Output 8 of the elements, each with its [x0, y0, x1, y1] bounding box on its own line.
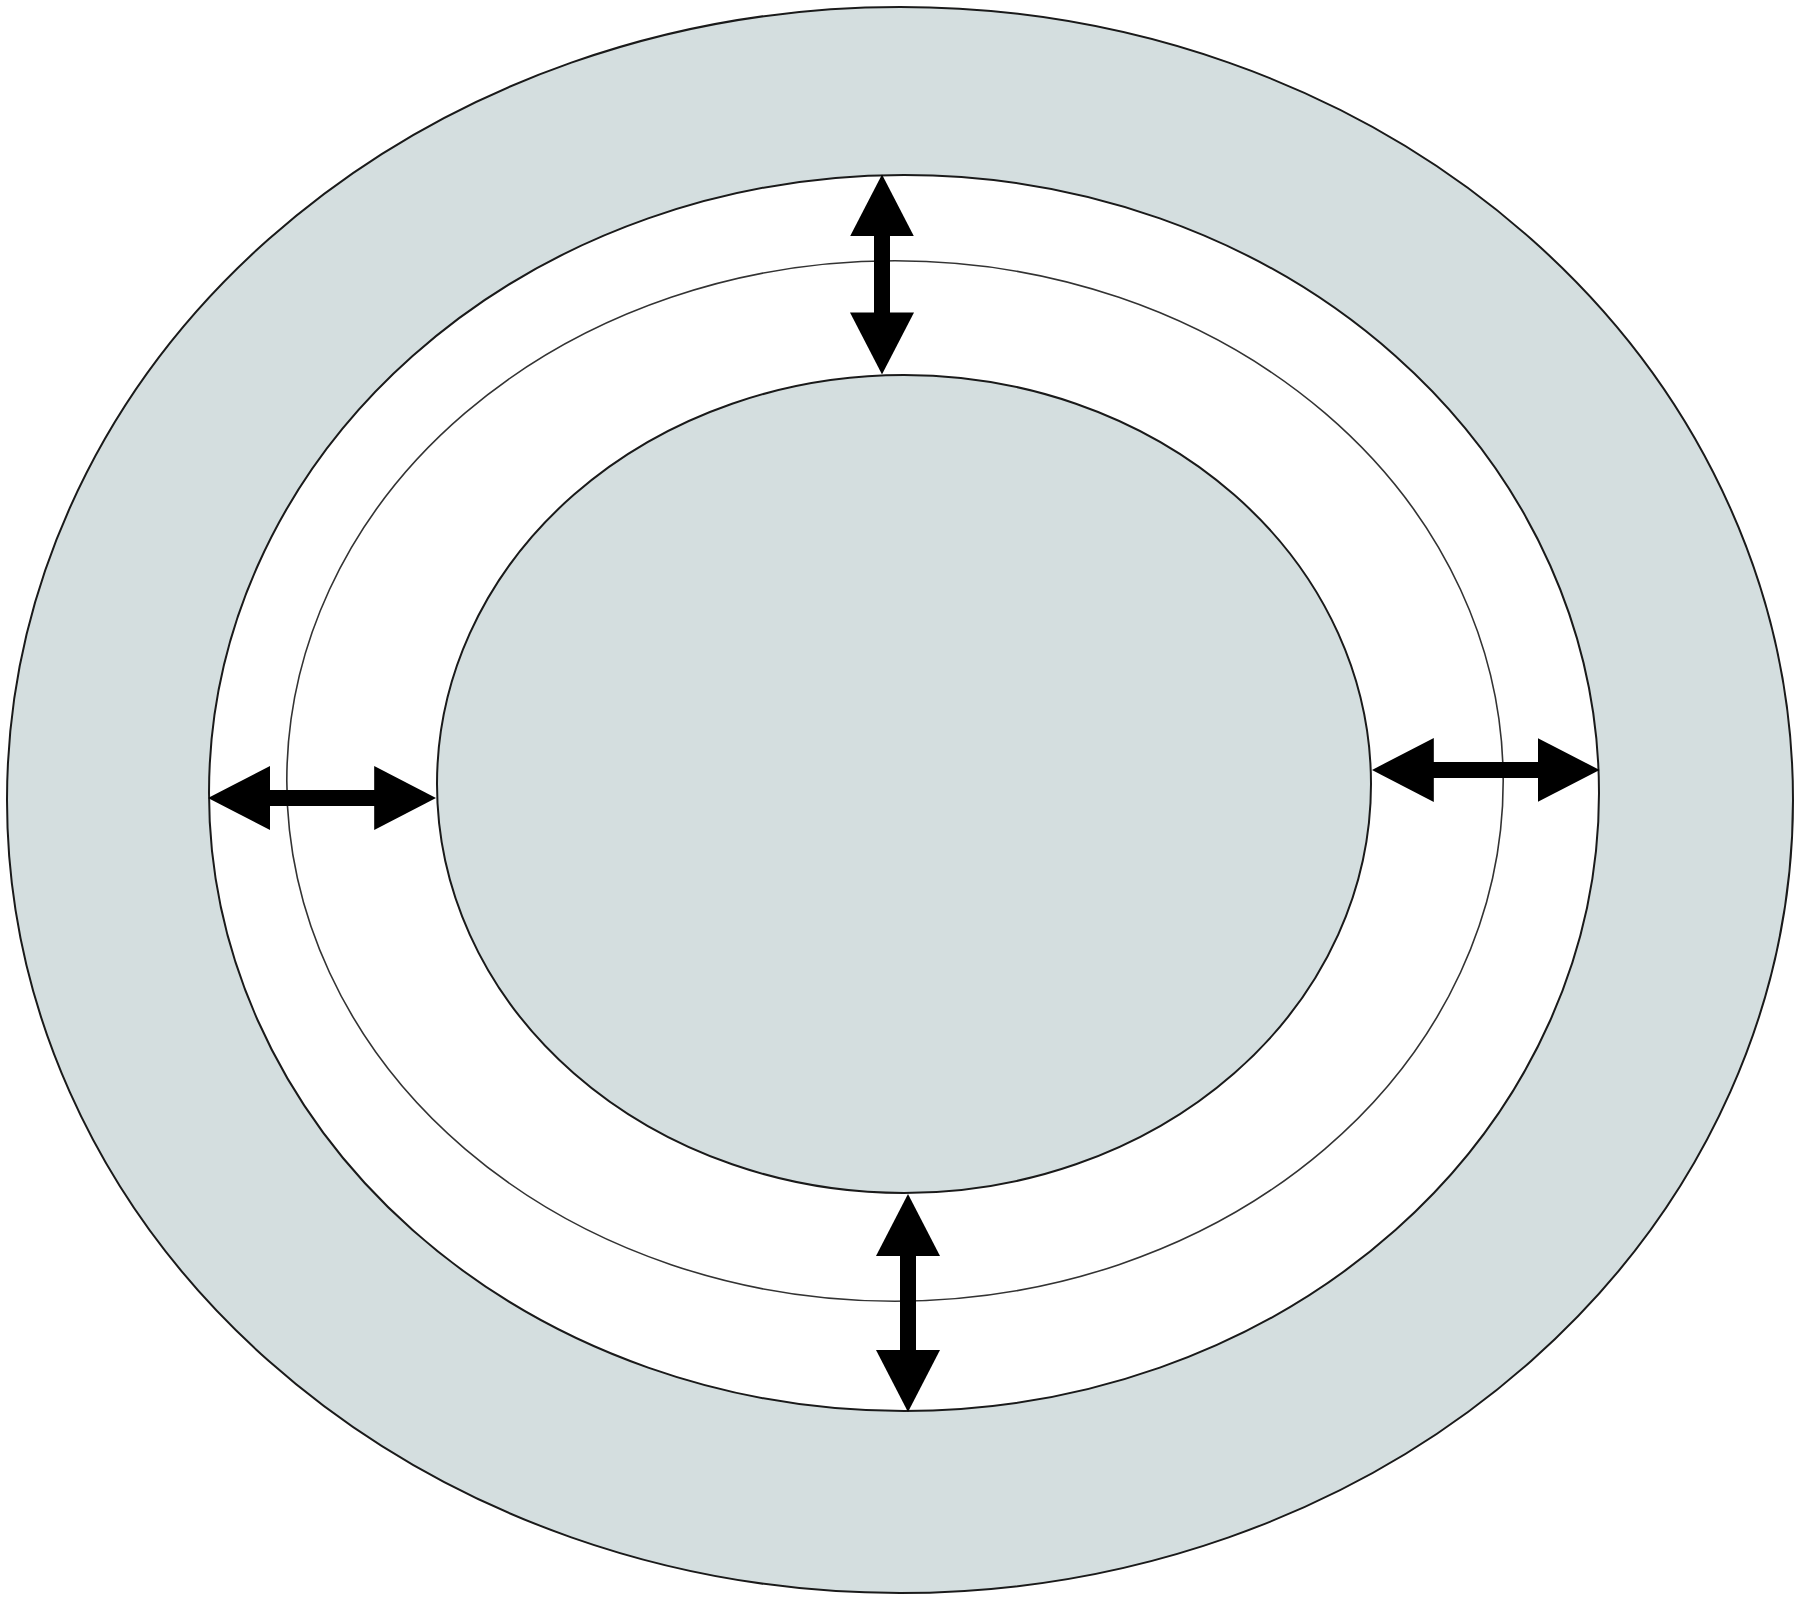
double-arrow — [876, 1194, 940, 1412]
double-arrow — [1371, 738, 1600, 802]
double-arrow — [850, 174, 914, 375]
middle-ellipse — [208, 174, 1600, 1412]
outer-ellipse — [6, 6, 1794, 1594]
thin-outline-ellipse — [286, 260, 1504, 1302]
inner-ellipse — [436, 374, 1372, 1194]
double-arrow — [208, 766, 437, 830]
